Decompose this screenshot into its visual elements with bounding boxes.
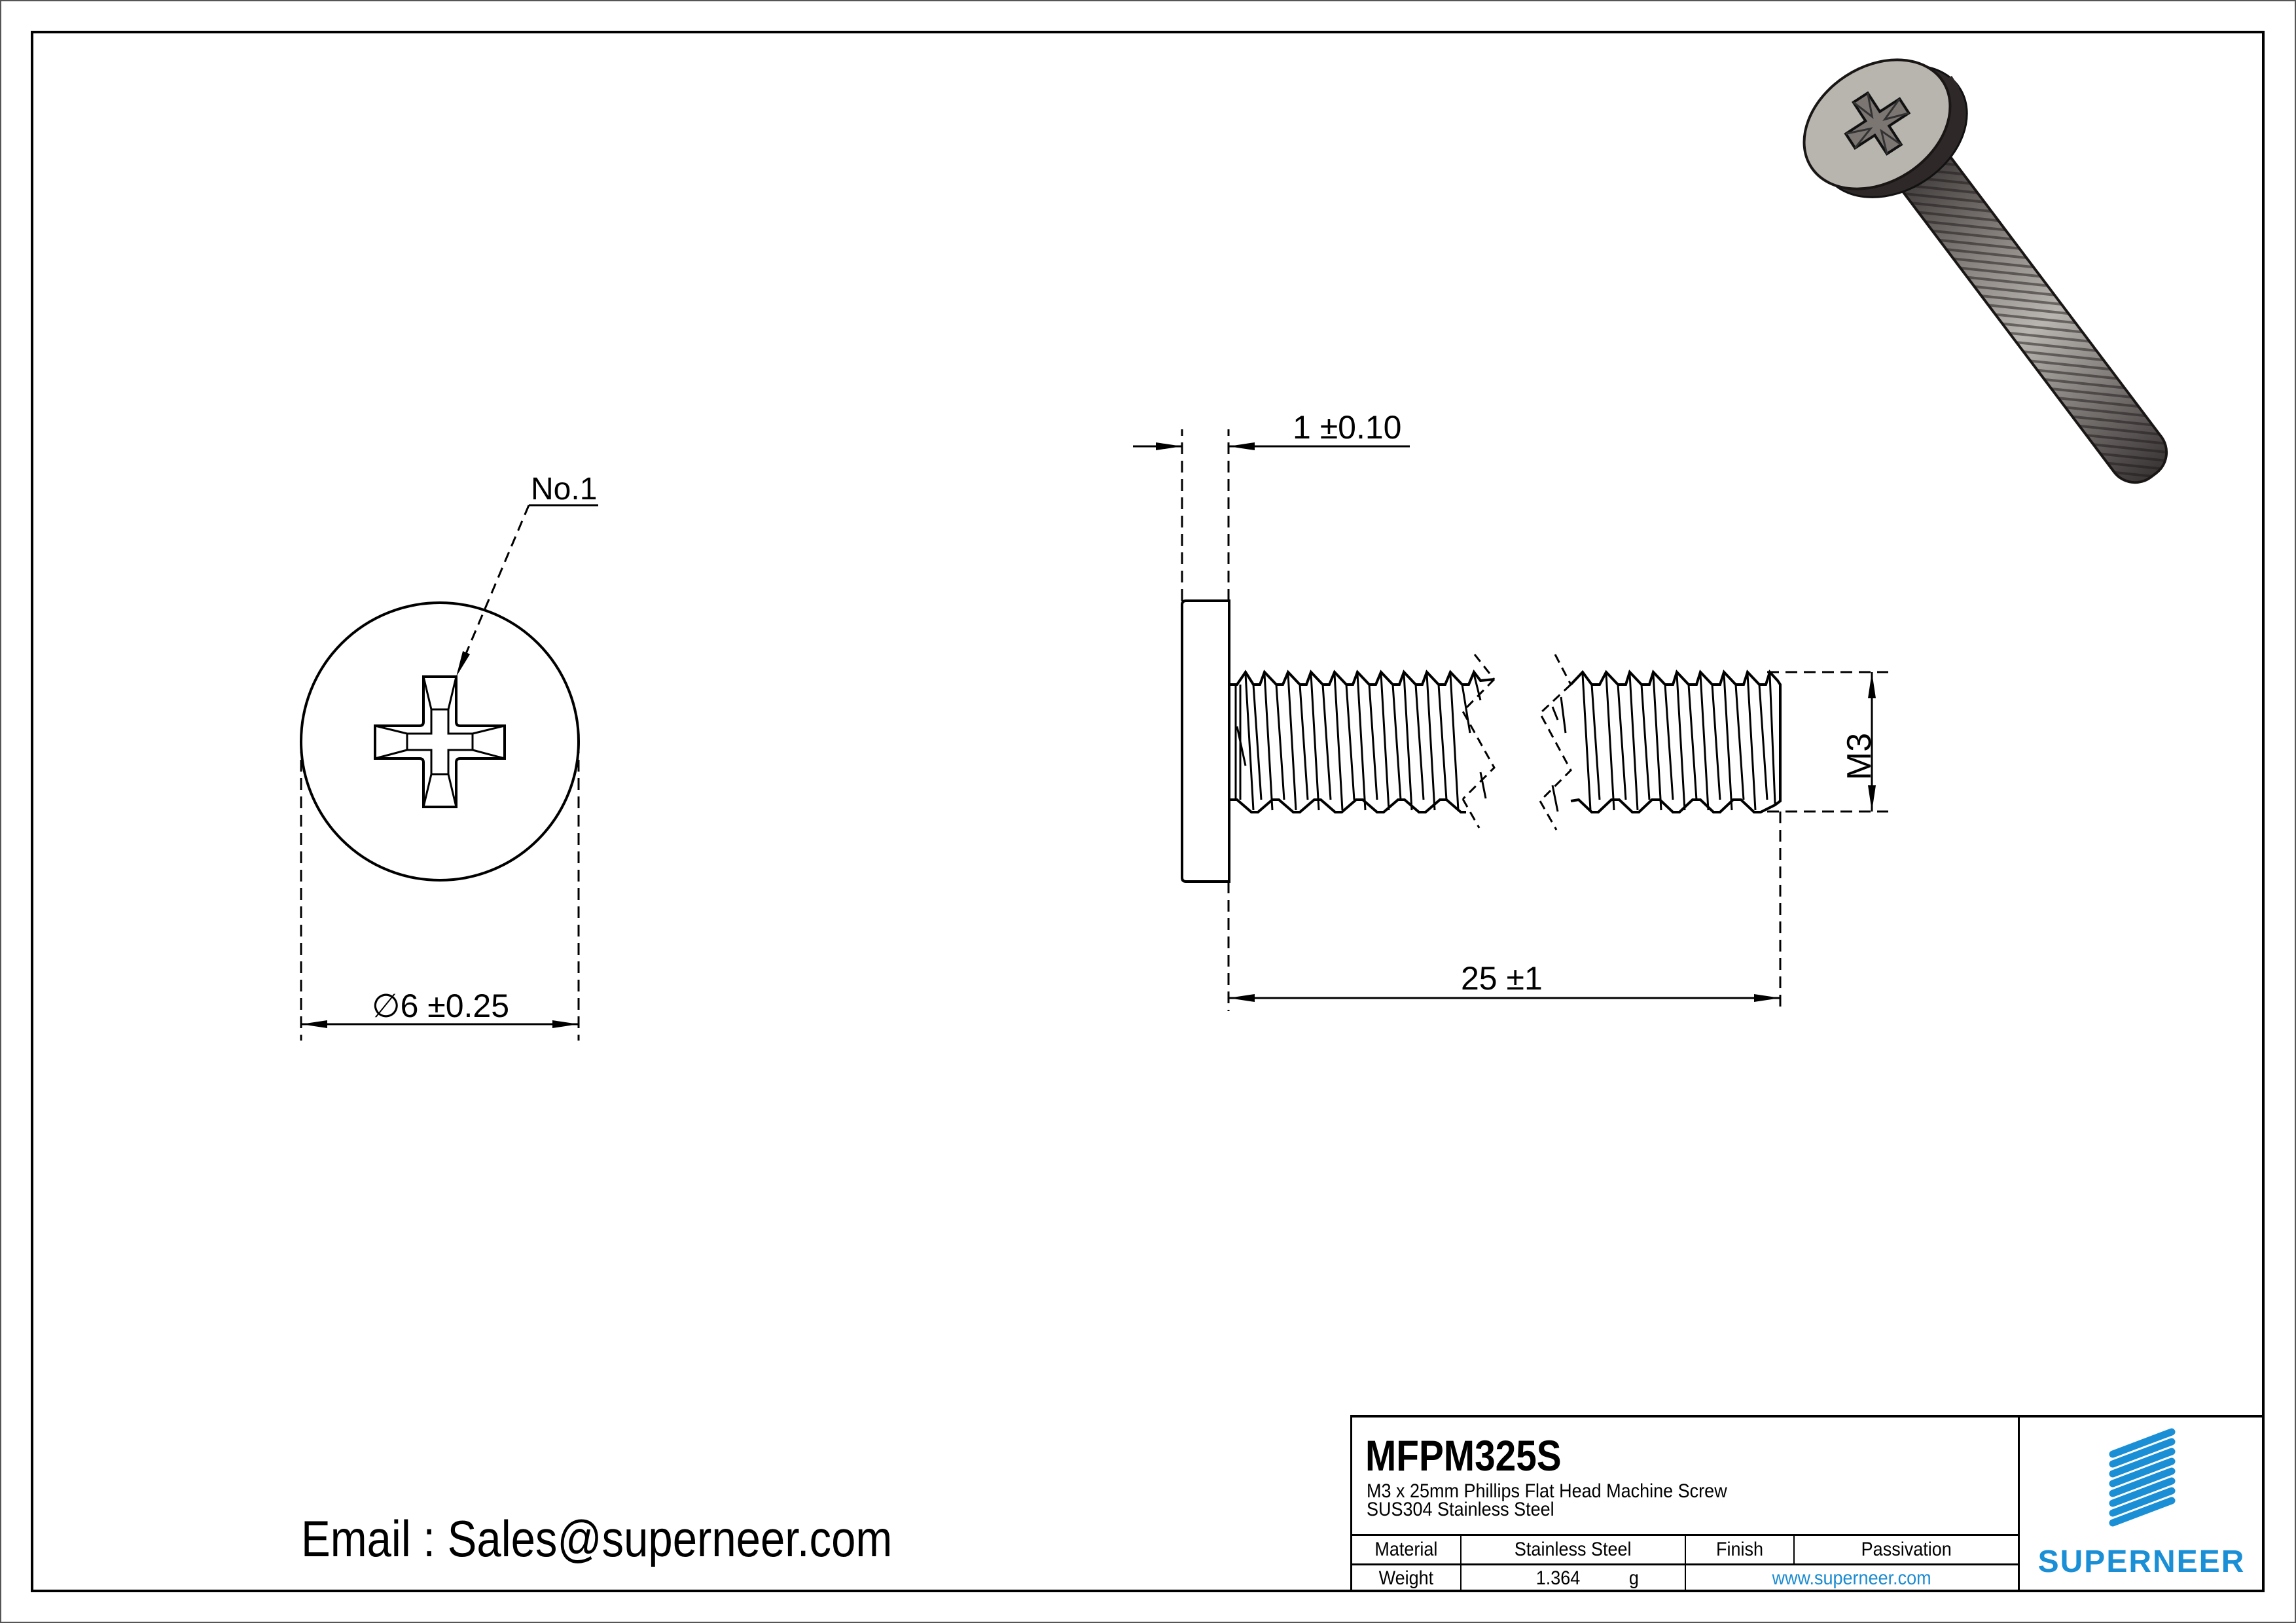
material-label: Material [1352, 1536, 1462, 1563]
diameter-symbol-icon: ∅ [372, 988, 401, 1024]
logo-wordmark: SUPERNEER [2037, 1544, 2246, 1579]
inner-border [31, 31, 2265, 1592]
weight-row: Weight 1.364 g www.superneer.com [1352, 1563, 2018, 1591]
weight-value: 1.364 [1535, 1567, 1581, 1589]
weight-value-cell: 1.364 g [1462, 1565, 1686, 1591]
thread-segment-left [1229, 654, 1496, 829]
finish-label: Finish [1686, 1536, 1795, 1563]
phillips-recess-icon [374, 675, 506, 808]
recess-size-label: No.1 [531, 472, 598, 507]
material-finish-row: Material Stainless Steel Finish Passivat… [1352, 1534, 2018, 1563]
screw-head-profile [1181, 599, 1230, 883]
part-description-line1: M3 x 25mm Phillips Flat Head Machine Scr… [1367, 1480, 1727, 1502]
title-block-main: MFPM325S M3 x 25mm Phillips Flat Head Ma… [1352, 1418, 2020, 1591]
diameter-value: 6 ±0.25 [400, 988, 510, 1024]
title-block: MFPM325S M3 x 25mm Phillips Flat Head Ma… [1350, 1415, 2263, 1591]
length-dimension-label: 25 ±1 [1461, 960, 1543, 997]
side-view [1133, 429, 1888, 1011]
thread-size-dimension-label: M3 [1840, 732, 1879, 781]
head-outline-circle [300, 601, 580, 882]
diameter-dimension-label: ∅6 ±0.25 [372, 990, 509, 1022]
iso-screw-render [1803, 58, 2168, 484]
head-thickness-dimension-label: 1 ±0.10 [1293, 409, 1402, 446]
part-description-line2: SUS304 Stainless Steel [1367, 1499, 1554, 1520]
weight-label: Weight [1352, 1565, 1462, 1591]
website-link[interactable]: www.superneer.com [1772, 1567, 1932, 1589]
part-number: MFPM325S [1365, 1431, 1562, 1480]
weight-unit: g [1628, 1567, 1639, 1589]
superneer-logo-icon [2109, 1428, 2176, 1527]
head-view [300, 504, 598, 1041]
contact-email: Email : Sales@superneer.com [301, 1510, 893, 1567]
thread-segment-right [1539, 654, 1782, 830]
company-logo: SUPERNEER [2020, 1418, 2263, 1591]
material-value: Stainless Steel [1462, 1536, 1686, 1563]
finish-value: Passivation [1861, 1539, 1952, 1560]
